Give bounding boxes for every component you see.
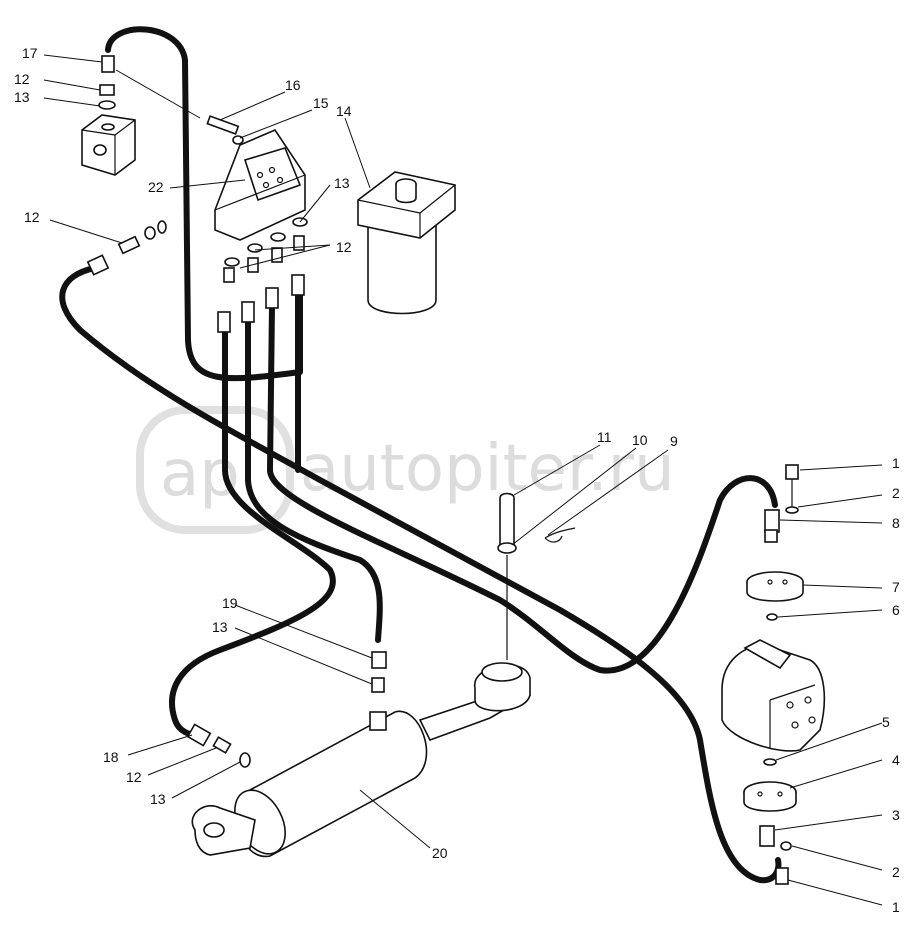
hose-to-cylinder-top	[245, 317, 383, 643]
callout-14: 14	[336, 103, 352, 119]
watermark-site: autopiter.ru	[300, 432, 675, 506]
hose-lines	[59, 26, 782, 884]
hose-to-cylinder-end	[169, 327, 336, 741]
callout-12: 12	[126, 769, 142, 785]
callout-7: 7	[892, 579, 900, 595]
distributor-block	[81, 114, 136, 176]
hose-long-diagonal	[59, 265, 782, 884]
callout-2: 2	[892, 864, 900, 880]
callout-17: 17	[22, 45, 38, 61]
cylinder-fittings	[186, 651, 387, 768]
callout-18: 18	[103, 749, 119, 765]
callout-13: 13	[14, 89, 30, 105]
callout-numbers: 17 12 13 16 15 14 22 13 12 12 11 10 9 1 …	[14, 45, 900, 915]
callout-1: 1	[892, 455, 900, 471]
callout-12: 12	[336, 239, 352, 255]
callout-11: 11	[597, 429, 612, 445]
bolt-and-washer	[206, 115, 244, 145]
callout-12: 12	[14, 71, 30, 87]
callout-10: 10	[632, 432, 648, 448]
callout-20: 20	[432, 845, 448, 861]
callout-13: 13	[150, 791, 166, 807]
callout-9: 9	[670, 433, 678, 449]
callout-1: 1	[892, 899, 900, 915]
hose-to-motor-top	[267, 302, 778, 674]
watermark: ap autopiter.ru	[136, 406, 675, 534]
bracket	[214, 129, 306, 241]
callout-16: 16	[285, 77, 301, 93]
callout-19: 19	[222, 595, 238, 611]
hose-top-loop	[105, 26, 303, 382]
callout-6: 6	[892, 602, 900, 618]
filter-canister	[357, 171, 456, 315]
callout-2: 2	[892, 485, 900, 501]
pin-assembly	[497, 492, 576, 660]
steering-motor	[721, 464, 826, 885]
leader-lines	[43, 54, 883, 906]
callout-8: 8	[892, 515, 900, 531]
hydraulic-cylinder	[191, 662, 532, 857]
fitting-cluster	[217, 217, 308, 333]
fitting-left	[86, 220, 167, 276]
callout-5: 5	[882, 714, 890, 730]
fittings-top-left	[98, 55, 116, 110]
callout-15: 15	[313, 95, 329, 111]
callout-13: 13	[212, 619, 228, 635]
callout-12: 12	[24, 209, 40, 225]
callout-22: 22	[148, 179, 164, 195]
callout-13: 13	[334, 175, 350, 191]
callout-4: 4	[892, 752, 900, 768]
callout-3: 3	[892, 807, 900, 823]
